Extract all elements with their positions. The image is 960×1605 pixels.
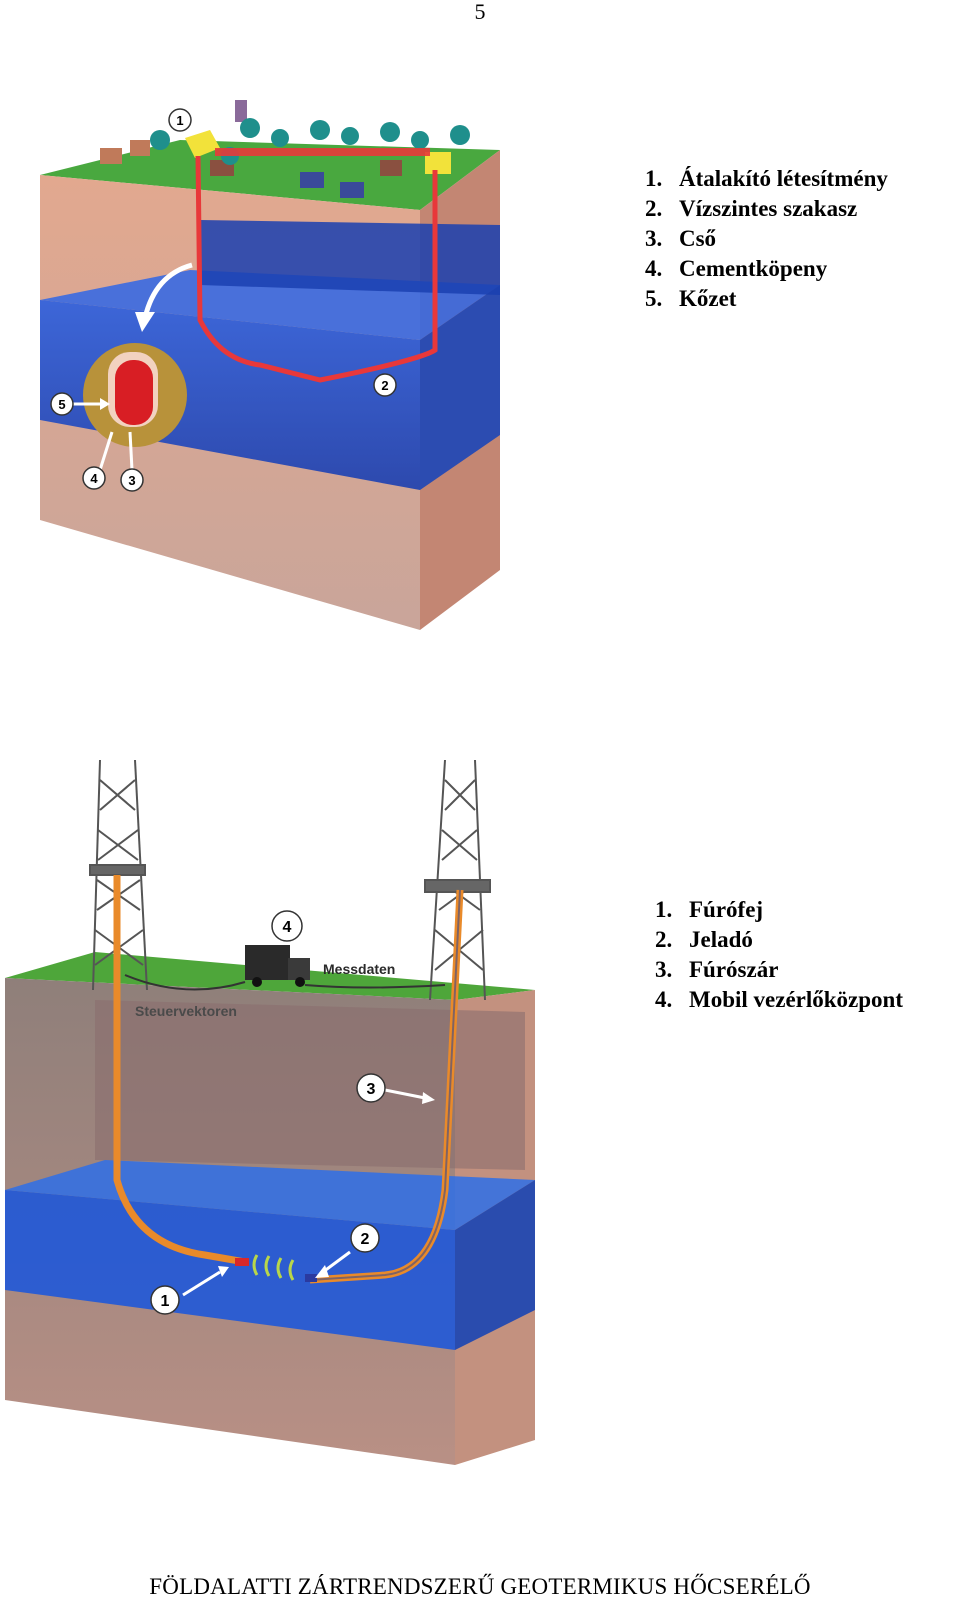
- conversion-facility-icon: [185, 130, 220, 158]
- legend-item: 2.Jeladó: [655, 927, 753, 952]
- page-footer: FÖLDALATTI ZÁRTRENDSZERŰ GEOTERMIKUS HŐC…: [149, 1574, 811, 1599]
- drill-string: [113, 875, 246, 1266]
- drill-head-icon: [235, 1258, 249, 1266]
- legend-item: 4.Mobil vezérlőközpont: [655, 987, 903, 1012]
- figure-geothermal-heat-exchanger: 1 2 3 4 5: [40, 100, 500, 630]
- signal-waves: [252, 1254, 295, 1281]
- page-number: 5: [474, 0, 486, 24]
- legend-item: 5.Kőzet: [645, 286, 737, 311]
- figure2-legend: 1.Fúrófej 2.Jeladó 3.Fúrószár 4.Mobil ve…: [655, 895, 903, 1015]
- pipe-section: [115, 360, 153, 425]
- svg-text:3: 3: [128, 473, 135, 488]
- label-messdaten: Messdaten: [323, 961, 395, 977]
- legend-item: 3.Cső: [645, 226, 717, 251]
- callout-1: 1: [150, 1285, 180, 1315]
- svg-text:2: 2: [361, 1231, 370, 1248]
- callout-2: 2: [373, 373, 397, 397]
- trees: [150, 118, 470, 165]
- svg-text:3: 3: [367, 1081, 376, 1098]
- svg-text:4: 4: [90, 471, 98, 486]
- mobile-control-truck-icon: [245, 945, 310, 987]
- callout-1: 1: [168, 108, 192, 132]
- water-layer: [5, 1190, 455, 1350]
- derrick-right: [424, 759, 491, 1001]
- figure-directional-drilling: Steuervektoren Messdaten 1 2 3 4: [5, 759, 535, 1465]
- legend-item: 2.Vízszintes szakasz: [645, 196, 858, 221]
- svg-text:1: 1: [176, 113, 183, 128]
- village: [100, 100, 402, 198]
- figure1-legend: 1.Átalakító létesítmény 2.Vízszintes sza…: [645, 164, 888, 314]
- callout-4: 4: [82, 466, 106, 490]
- derrick-left: [89, 759, 148, 991]
- svg-text:4: 4: [283, 919, 292, 936]
- legend-item: 4.Cementköpeny: [645, 256, 828, 281]
- svg-text:2: 2: [381, 378, 388, 393]
- transmitter-icon: [305, 1274, 317, 1282]
- callout-2: 2: [350, 1223, 380, 1253]
- svg-text:5: 5: [58, 397, 65, 412]
- label-steuervektoren: Steuervektoren: [135, 1003, 237, 1019]
- callout-4: 4: [271, 910, 303, 942]
- callout-3: 3: [120, 468, 144, 492]
- legend-item: 1.Fúrófej: [655, 897, 764, 922]
- callout-3: 3: [356, 1073, 386, 1103]
- callout-5: 5: [50, 392, 74, 416]
- ground-surface: [40, 140, 500, 210]
- conversion-facility-icon: [425, 152, 451, 174]
- legend-item: 3.Fúrószár: [655, 957, 779, 982]
- legend-item: 1.Átalakító létesítmény: [645, 166, 888, 191]
- svg-text:1: 1: [161, 1293, 170, 1310]
- pipe: [195, 155, 438, 383]
